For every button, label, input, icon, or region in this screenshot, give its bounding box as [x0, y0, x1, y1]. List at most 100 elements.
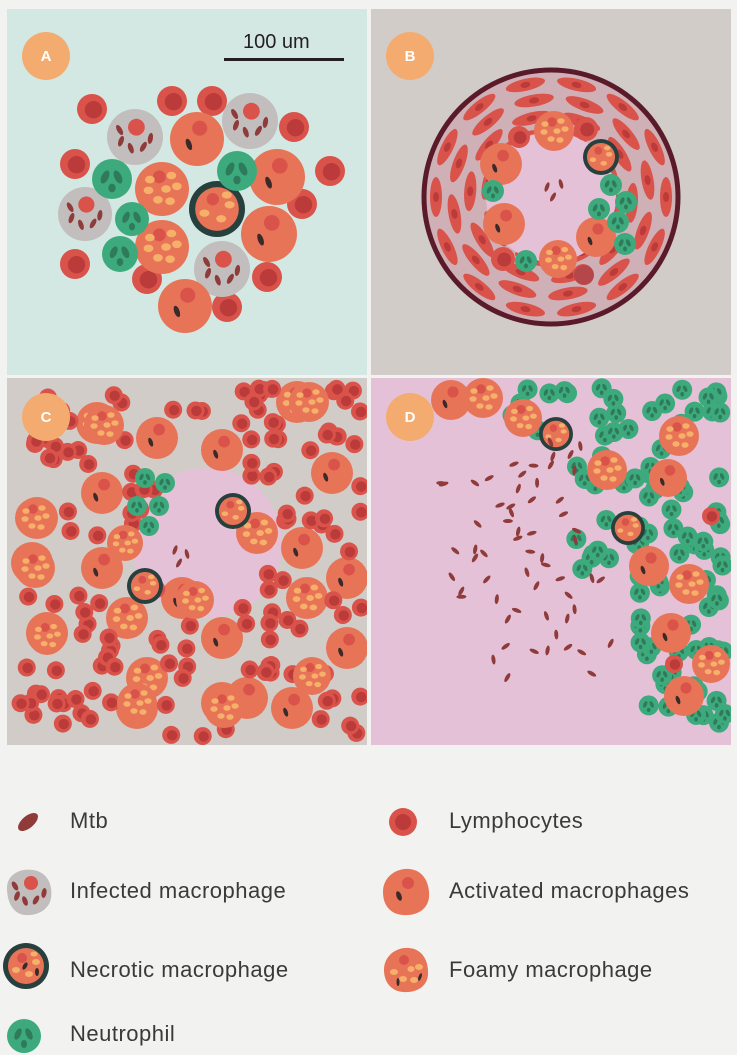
foamy-macrophage [107, 525, 143, 561]
mtb [535, 477, 540, 488]
lymphocyte [259, 467, 278, 486]
lymphocyte [61, 521, 80, 540]
foamy-macrophage [289, 382, 329, 422]
mtb [480, 549, 488, 558]
lymphocyte [80, 709, 99, 728]
foamy-macrophage [84, 405, 124, 445]
panel-c-badge: C [22, 393, 70, 441]
necrotic-macrophage [611, 511, 645, 545]
mtb [504, 614, 511, 624]
mtb [184, 549, 190, 559]
lymphocyte [295, 486, 314, 505]
mtb [607, 638, 614, 648]
lymphocyte [115, 431, 134, 450]
lymphocyte [79, 454, 98, 473]
mtb [577, 649, 587, 656]
activated-macrophage [170, 112, 224, 166]
foamy-macrophage [204, 688, 244, 728]
lymphocyte [263, 379, 282, 398]
lymphocyte [240, 660, 259, 679]
lymphocyte [301, 441, 320, 460]
panel-a-badge: A [22, 32, 70, 80]
mtb [565, 613, 570, 624]
mtb [506, 503, 516, 510]
lymphocyte [46, 661, 65, 680]
mtb [596, 576, 605, 584]
lymphocyte [508, 126, 530, 148]
mtb [544, 182, 550, 192]
lymphocyte [574, 117, 598, 141]
foamy-macrophage [692, 645, 730, 683]
neutrophil [614, 233, 636, 255]
mtb [547, 437, 554, 447]
foamy-macrophage [106, 597, 148, 639]
mtb [554, 629, 559, 640]
neutrophil [669, 543, 690, 564]
mtb [473, 520, 482, 528]
lymphocyte [11, 694, 30, 713]
lymphocyte [162, 725, 181, 744]
infected-macrophage [222, 93, 278, 149]
mtb [578, 441, 583, 451]
neutrophil [149, 496, 169, 516]
lymphocyte [350, 402, 367, 421]
mtb [508, 507, 515, 518]
lymphocyte [173, 668, 192, 687]
neutrophil [672, 379, 693, 400]
neutrophil [638, 695, 659, 716]
lymphocyte [60, 149, 90, 179]
foamy-macrophage [669, 564, 709, 604]
mtb [524, 567, 530, 578]
fibroblast [470, 222, 494, 258]
mtb [567, 449, 574, 459]
foamy-macrophage [587, 450, 627, 490]
lymphocyte [256, 663, 275, 682]
legend-label-necrotic-macrophage: Necrotic macrophage [70, 957, 289, 982]
lymphocyte [212, 292, 242, 322]
legend-label-lymphocytes: Lymphocytes [449, 808, 584, 833]
foamy-macrophage [286, 577, 328, 619]
mtb [572, 527, 582, 534]
neutrophil [712, 555, 731, 576]
fibroblast [463, 273, 496, 301]
activated-macrophage [249, 149, 305, 205]
infected-macrophage-icon [7, 869, 52, 916]
mtb [448, 572, 456, 582]
neutrophil [588, 198, 610, 220]
neutrophil [684, 401, 705, 422]
mtb [550, 451, 556, 462]
panel-a-early-granuloma: A 100 um [7, 9, 367, 375]
mtb [563, 643, 573, 651]
activated-macrophage [81, 472, 123, 514]
mtb-icon [18, 813, 38, 831]
lymphocyte [99, 628, 118, 647]
mtb [555, 496, 564, 504]
lymphocyte [180, 616, 199, 635]
infected-macrophage [58, 187, 112, 241]
panel-d-cavitary-lesion: D [371, 378, 731, 745]
foamy-macrophage [28, 617, 66, 655]
lymphocyte [277, 504, 296, 523]
foamy-macrophage [117, 683, 157, 723]
mtb [456, 594, 467, 599]
fibroblast [598, 258, 630, 286]
necrotic-macrophage-icon [3, 943, 49, 989]
lymphocyte [317, 425, 336, 444]
lymphocyte [58, 502, 77, 521]
neutrophil [554, 381, 575, 402]
mtb [545, 645, 550, 656]
neutrophil [115, 202, 149, 236]
lymphocyte [19, 587, 38, 606]
fibroblast [640, 160, 655, 200]
lymphocyte [340, 542, 359, 561]
lymphocyte [242, 430, 261, 449]
lymphocyte [351, 598, 367, 617]
infected-macrophage [107, 109, 163, 165]
neutrophil [709, 467, 730, 488]
lymphocyte [45, 594, 64, 613]
lymphocyte [260, 613, 279, 632]
mtb [533, 581, 540, 591]
legend-label-mtb: Mtb [70, 808, 109, 833]
cell [574, 265, 594, 285]
lymphocyte [157, 86, 187, 116]
